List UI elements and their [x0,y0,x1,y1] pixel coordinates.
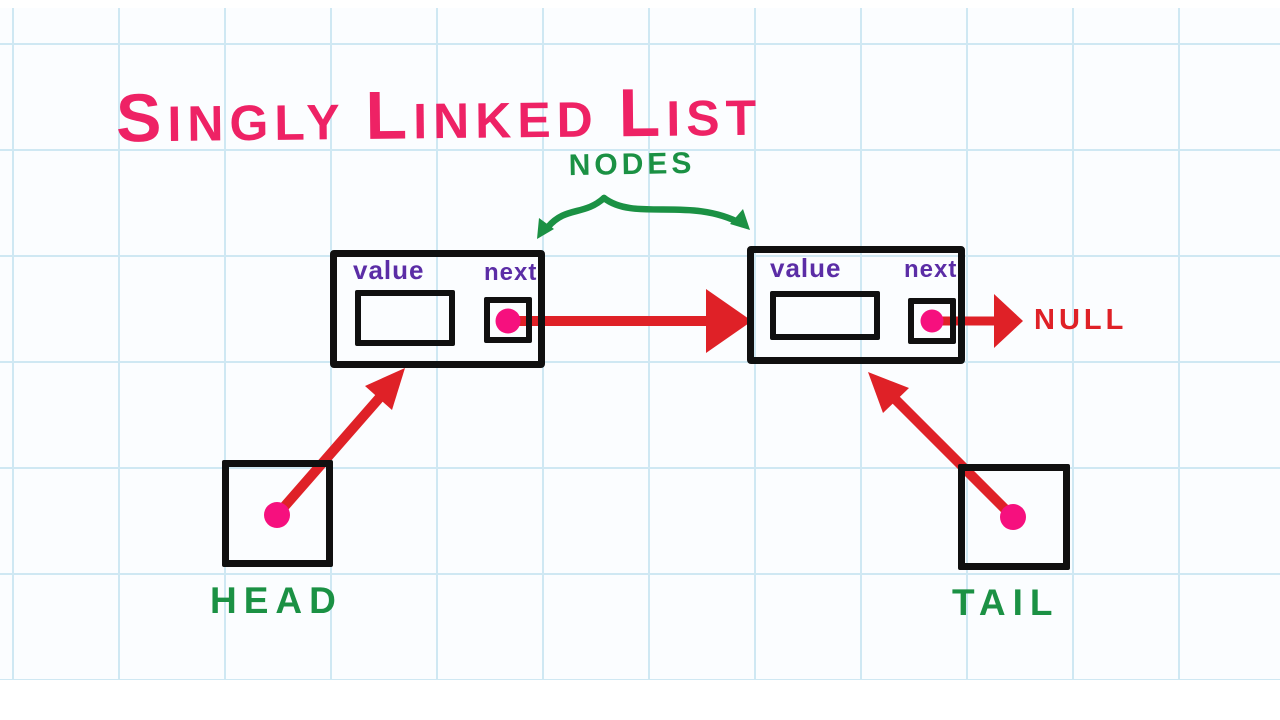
null-label: NULL [1034,304,1128,336]
grid-background [0,8,1280,680]
node2-next-box [908,298,956,344]
title-word: SINGLY [115,79,346,157]
title-word: LIST [618,74,763,152]
node1-value-label: value [353,255,425,285]
node2-value-label: value [770,253,842,283]
node1-next-label: next [484,259,538,286]
node1-next-box [484,297,532,343]
node2-value-box [770,291,880,340]
node-1: value next [330,250,545,368]
node1-value-box [355,290,455,346]
node-2: value next [747,246,965,364]
node2-next-label: next [904,256,958,283]
head-label: HEAD [210,580,343,621]
title-word: LINKED [365,77,600,154]
tail-box [958,464,1070,570]
head-box [222,460,333,567]
nodes-annotation-label: NODES [568,146,696,183]
tail-label: TAIL [952,582,1060,623]
